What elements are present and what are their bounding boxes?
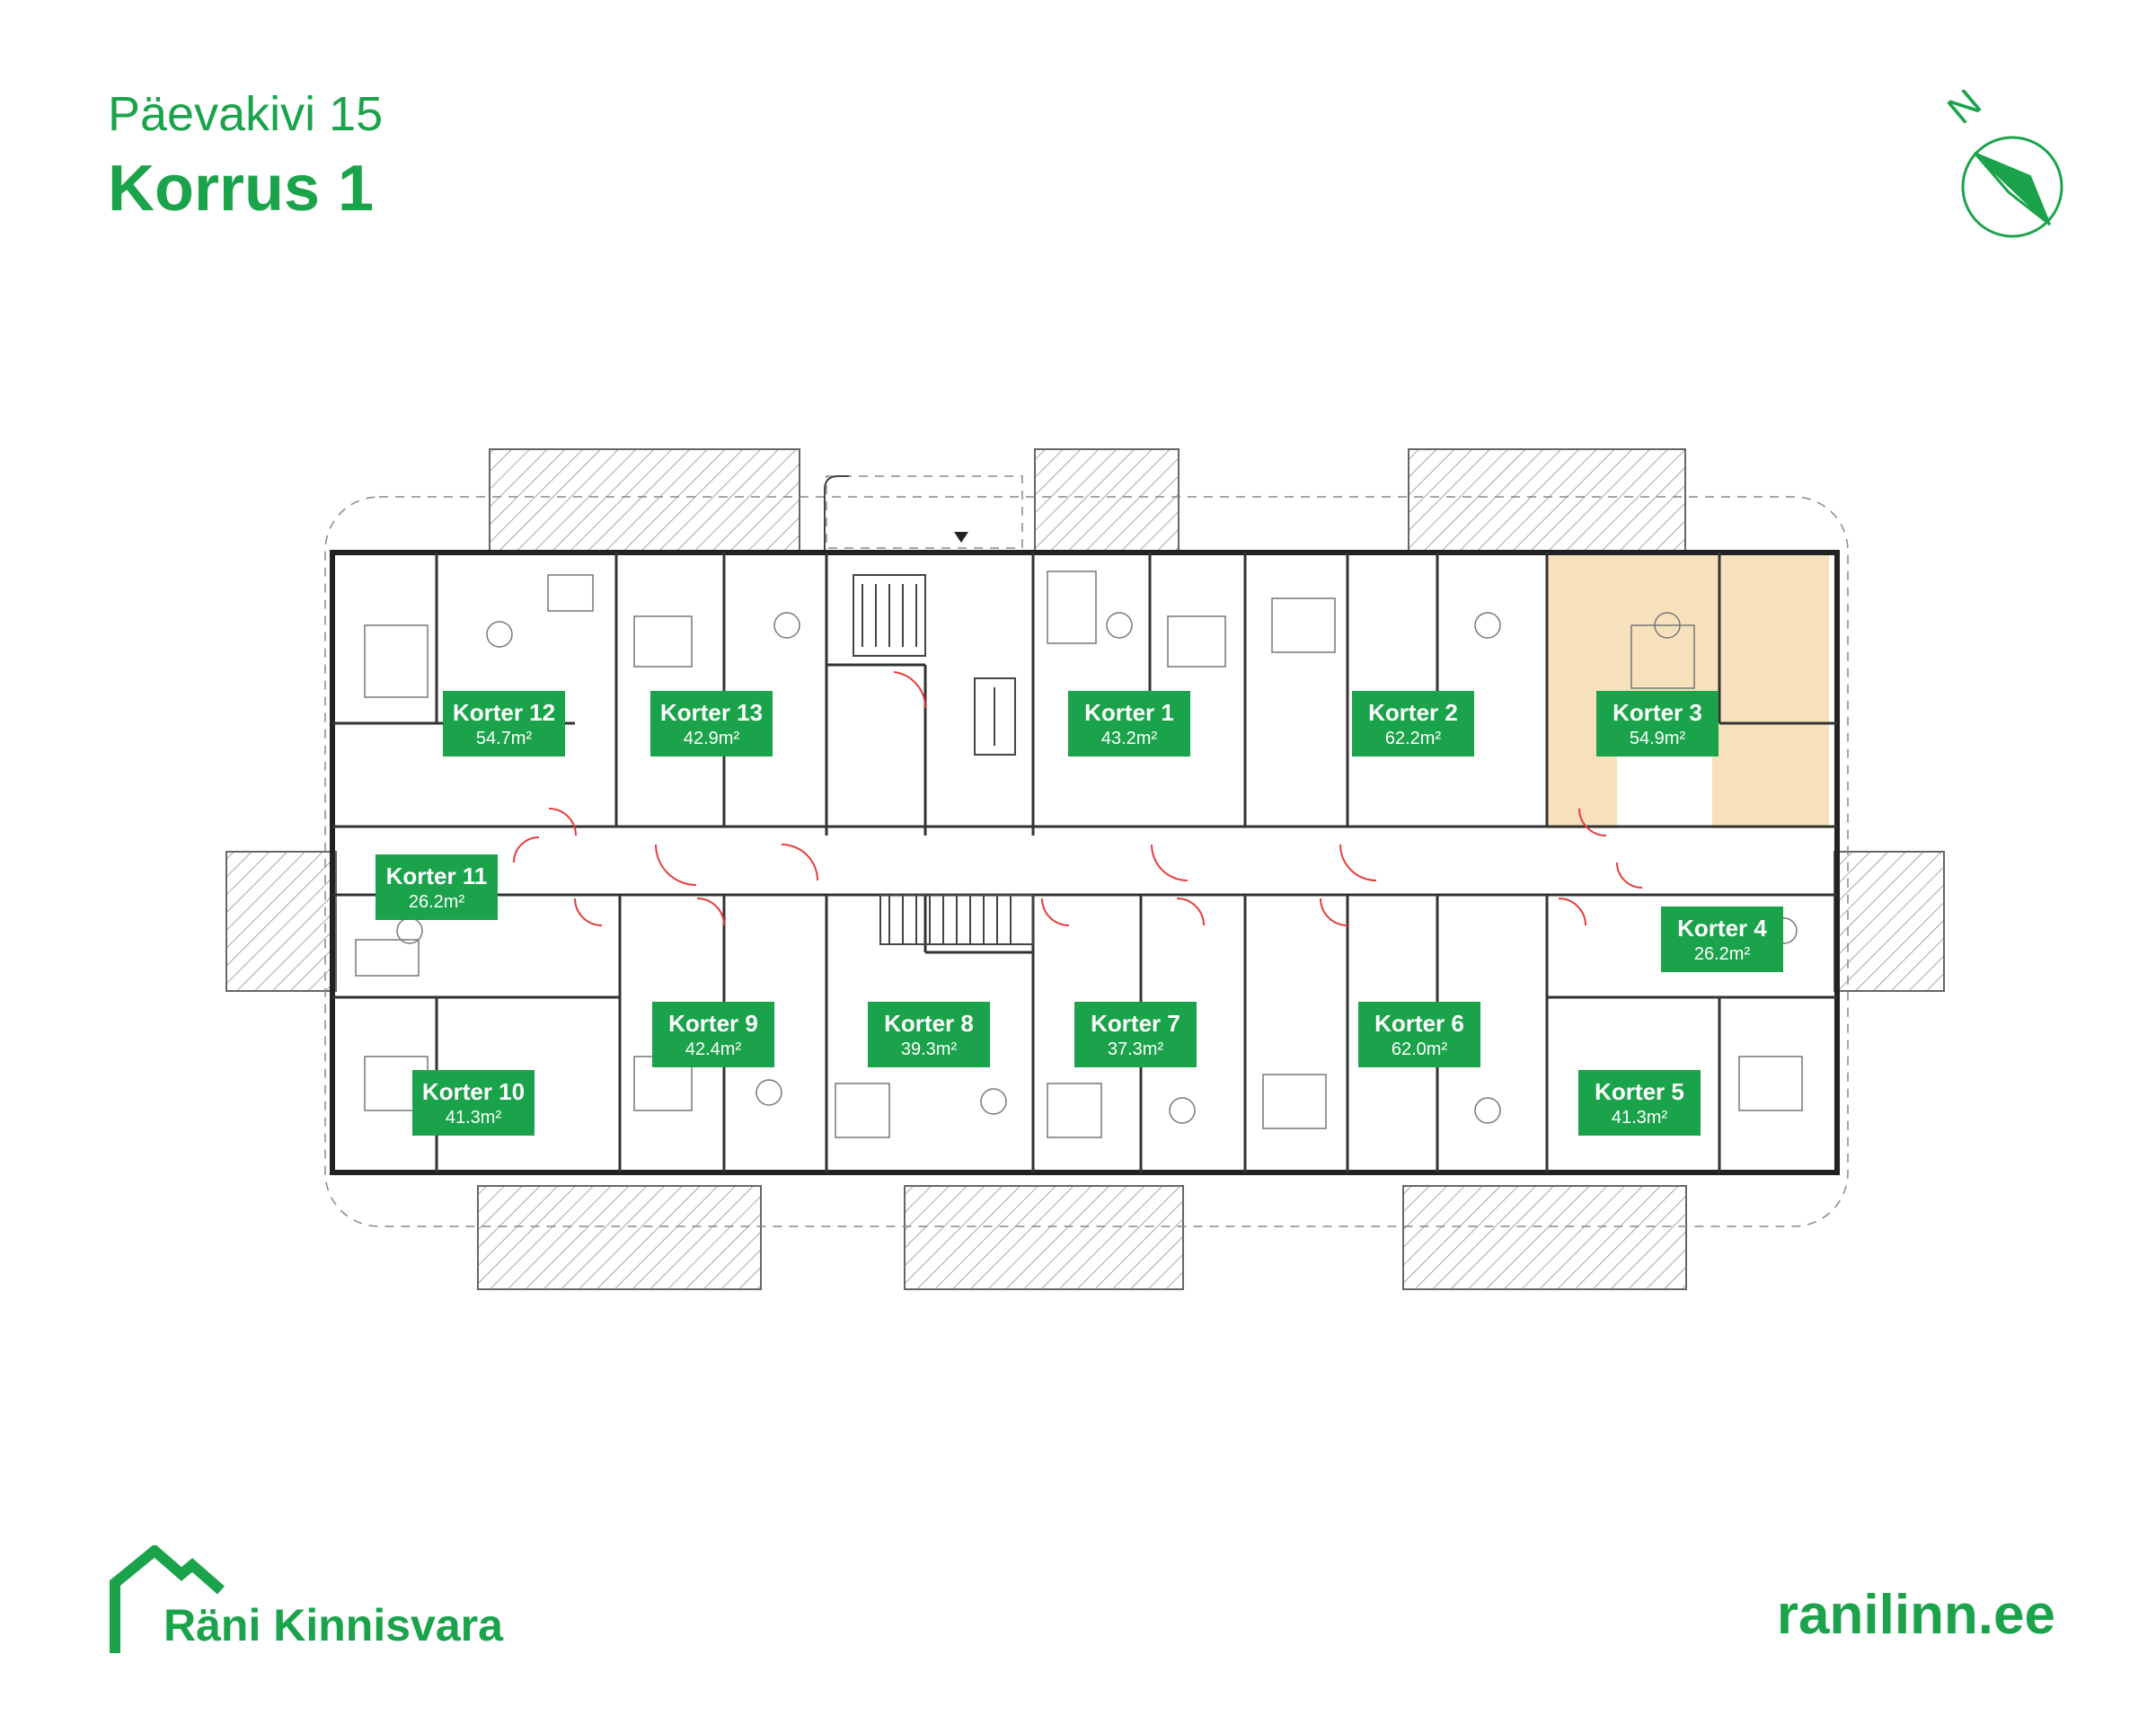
furniture (355, 571, 1803, 1138)
apartment-label-korter-9[interactable]: Korter 9 42.4m² (652, 1002, 774, 1067)
site-outline (324, 475, 1849, 1227)
north-arrow-icon: N (1940, 90, 2063, 238)
apartment-label-korter-5[interactable]: Korter 5 41.3m² (1578, 1070, 1701, 1136)
apartment-label-korter-8[interactable]: Korter 8 39.3m² (868, 1002, 990, 1067)
apartment-label-korter-13[interactable]: Korter 13 42.9m² (650, 691, 773, 756)
apartment-label-korter-11[interactable]: Korter 11 26.2m² (376, 854, 498, 920)
page-header: Päevakivi 15 Korrus 1 (108, 90, 383, 221)
apartment-label-korter-2[interactable]: Korter 2 62.2m² (1352, 691, 1474, 756)
doors (513, 671, 1643, 926)
apartment-label-korter-7[interactable]: Korter 7 37.3m² (1074, 1002, 1197, 1067)
brand-name: Räni Kinnisvara (163, 1600, 503, 1650)
apartment-label-korter-12[interactable]: Korter 12 54.7m² (443, 691, 565, 756)
building-walls (330, 550, 1840, 1175)
stairwell (824, 475, 1034, 945)
balconies (225, 448, 1945, 1290)
apartment-label-korter-1[interactable]: Korter 1 43.2m² (1068, 691, 1190, 756)
apartment-label-korter-10[interactable]: Korter 10 41.3m² (412, 1070, 535, 1136)
apartment-label-korter-6[interactable]: Korter 6 62.0m² (1358, 1002, 1480, 1067)
website-link[interactable]: ranilinn.ee (1776, 1584, 2055, 1646)
building-address: Päevakivi 15 (108, 87, 384, 141)
floor-title: Korrus 1 (108, 153, 375, 225)
apartment-label-korter-3[interactable]: Korter 3 54.9m² (1596, 691, 1719, 756)
apartment-label-korter-4[interactable]: Korter 4 26.2m² (1661, 907, 1783, 972)
house-logo-icon (110, 1545, 225, 1653)
